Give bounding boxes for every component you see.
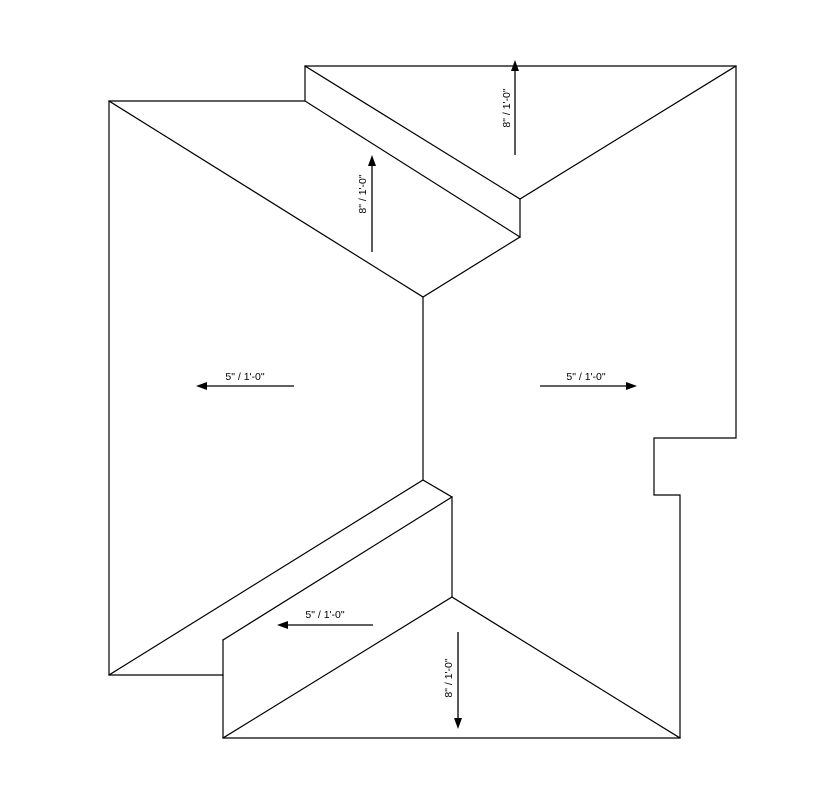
slope-arrow-bottom-left: 5" / 1'-0" [277,609,373,629]
slope-arrows: 8" / 1'-0" 8" / 1'-0" 5" / 1'-0" 5" / 1'-0"… [196,60,637,729]
arrowhead-left-icon [196,382,207,390]
hip-line-bottom-left [108,479,424,676]
slope-arrow-top-left: 8" / 1'-0" [357,155,376,252]
roof-edges [108,65,737,739]
valley-line-bottom [222,496,453,641]
arrowhead-up-icon [511,60,519,71]
slope-arrow-top-right: 8" / 1'-0" [501,60,519,155]
hip-line-bottom-center [422,479,453,498]
arrowhead-left-icon [277,621,288,629]
slope-label: 5" / 1'-0" [225,371,264,383]
valley-line-lower [304,100,521,238]
arrowhead-down-icon [454,718,462,729]
valley-line-upper [304,65,521,200]
hip-line-bottom-b [451,596,681,739]
arrowhead-up-icon [368,155,376,166]
slope-arrow-bottom: 8" / 1'-0" [443,632,462,729]
arrowhead-right-icon [626,382,637,390]
slope-arrow-right: 5" / 1'-0" [540,371,637,390]
hip-line-bottom-a [222,596,453,739]
hip-line-top-left [108,100,424,298]
slope-label: 8" / 1'-0" [501,88,513,127]
slope-label: 8" / 1'-0" [357,174,369,213]
hip-line-top-center [422,236,521,298]
hip-line-top-right [519,65,737,200]
slope-label: 5" / 1'-0" [566,371,605,383]
slope-label: 8" / 1'-0" [443,658,455,697]
slope-arrow-left: 5" / 1'-0" [196,371,294,390]
slope-label: 5" / 1'-0" [305,609,344,621]
